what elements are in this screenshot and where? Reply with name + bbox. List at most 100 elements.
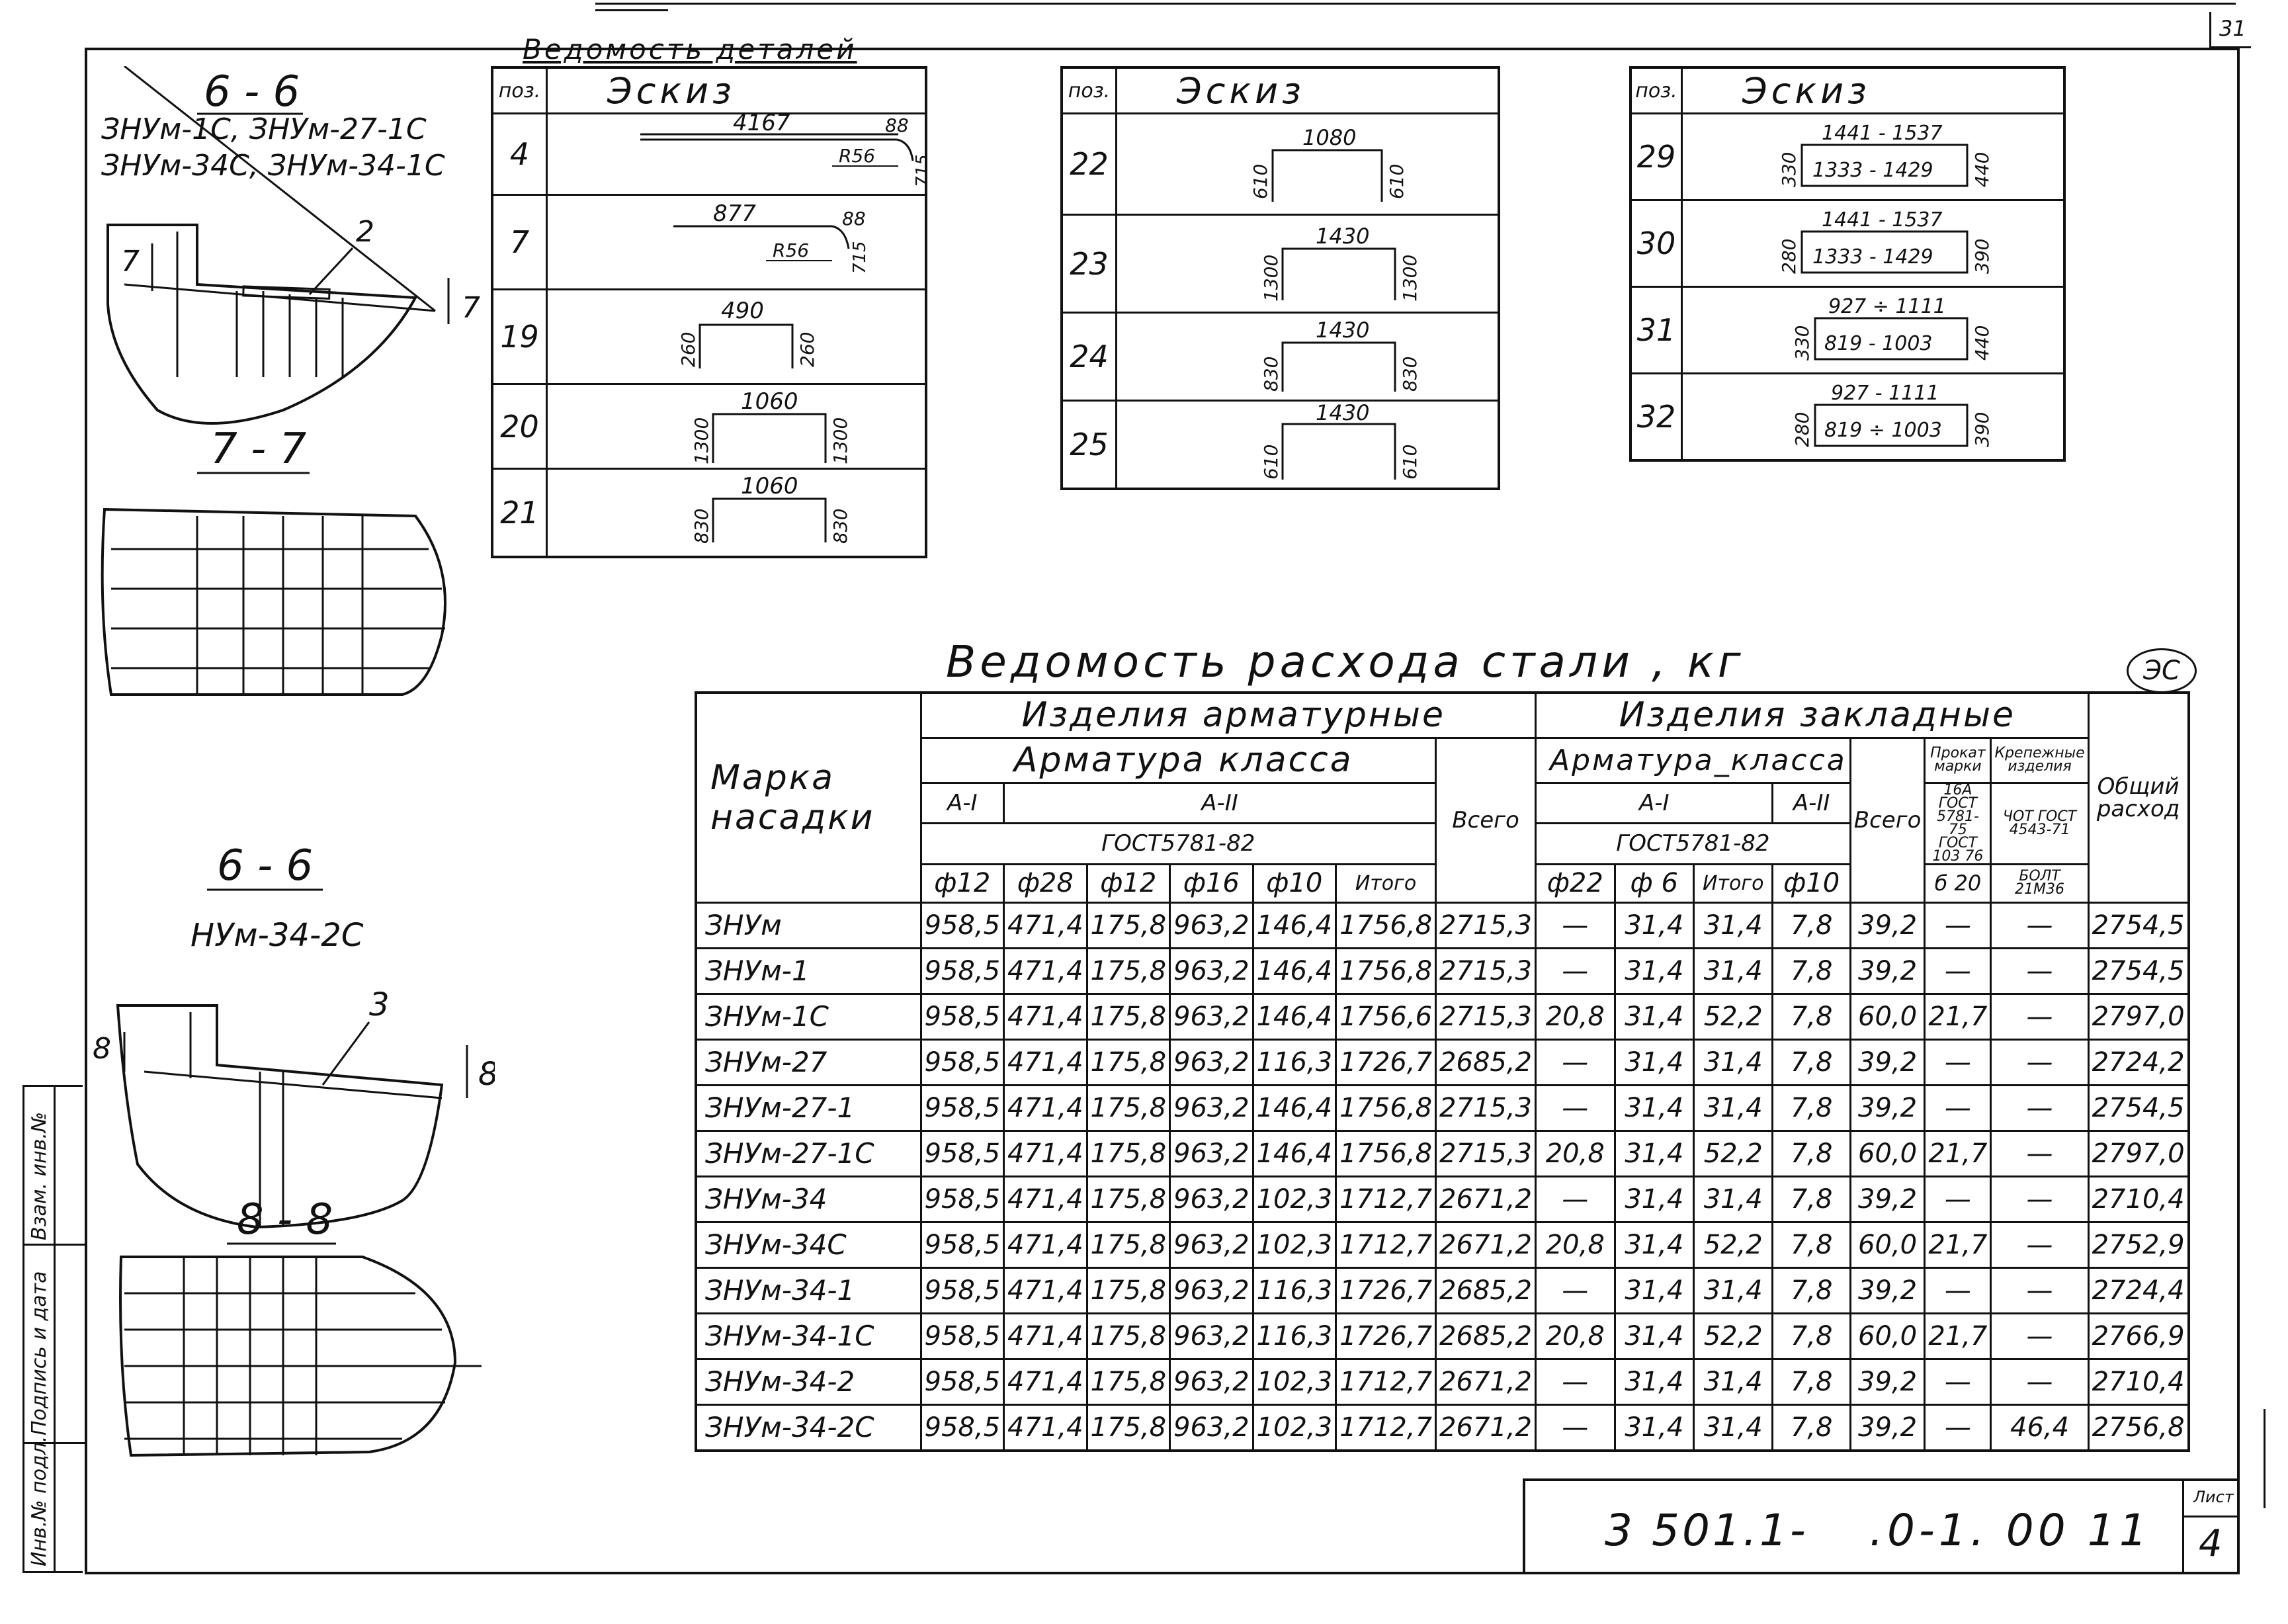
row-value: 52,2 xyxy=(1692,1220,1774,1269)
row-value: 31,4 xyxy=(1692,1357,1774,1406)
sketch-pos: 20 xyxy=(491,383,548,470)
dim-rise: 715 xyxy=(850,241,870,274)
side-stamp-replace: Взам. инв.№ xyxy=(28,1111,51,1240)
row-value: 21,7 xyxy=(1924,1312,1992,1360)
row-value: 7,8 xyxy=(1771,1357,1851,1406)
dim-top: 1441 - 1537 xyxy=(1822,122,1943,145)
sketch-header: Эскиз xyxy=(1115,66,1500,114)
section-drawings: 6 - 6 ЗНУм-1С, ЗНУм-27-1С ЗНУм-34С, ЗНУм… xyxy=(93,66,495,1457)
row-value: — xyxy=(1990,1357,2090,1406)
row-value: 2715,3 xyxy=(1435,901,1537,949)
top-rule xyxy=(595,3,2236,5)
row-value: — xyxy=(1990,1038,2090,1086)
title-block: Лист 4 3 501.1- .0-1. 00 11 xyxy=(1523,1478,2237,1572)
row-mark: ЗНУм-27-1С xyxy=(695,1129,922,1177)
rolled-sub-text: 16А ГОСТ 5781-75 xyxy=(1936,781,1979,838)
row-value: 31,4 xyxy=(1613,1084,1695,1132)
row-value: 31,4 xyxy=(1613,1266,1695,1314)
sketch-frame-bar: 1441 - 1537 1333 - 1429 330 440 xyxy=(1778,122,1993,187)
row-value: — xyxy=(1924,947,1992,995)
sketch-cell: 927 ÷ 1111 819 - 1003 330 440 xyxy=(1681,286,2066,374)
sketch-cell: 1430 1300 1300 xyxy=(1115,214,1500,314)
row-value: 1756,8 xyxy=(1335,901,1437,949)
row-value: 2766,9 xyxy=(2087,1312,2190,1360)
row-value: 175,8 xyxy=(1085,901,1171,949)
fasteners-header: Крепежные изделия xyxy=(1990,736,2090,784)
sketch-cell: 1430 830 830 xyxy=(1115,312,1500,402)
dim-leg-right: 1300 xyxy=(829,417,851,464)
sketch-u-bar: 1430 610 610 xyxy=(1260,402,1421,480)
dim-right: 440 xyxy=(1971,152,1993,187)
col-bolt: БОЛТ 21М36 xyxy=(1990,863,2090,904)
row-value: — xyxy=(1924,1038,1992,1086)
dim-bottom: 819 ÷ 1003 xyxy=(1824,419,1942,442)
row-value: — xyxy=(1990,1084,2090,1132)
dim-leg-left: 1300 xyxy=(691,417,712,464)
row-value: 1756,8 xyxy=(1335,1129,1437,1177)
row-value: 39,2 xyxy=(1849,1084,1926,1132)
row-value: 1712,7 xyxy=(1335,1357,1437,1406)
row-value: 31,4 xyxy=(1613,901,1695,949)
armature-class-2: Арматура_класса xyxy=(1535,736,1851,784)
row-value: 7,8 xyxy=(1771,901,1851,949)
row-value: 175,8 xyxy=(1085,1403,1171,1451)
row-value: 146,4 xyxy=(1251,1084,1337,1132)
row-mark: ЗНУм-1 xyxy=(695,947,922,995)
row-mark: ЗНУм-34-2С xyxy=(695,1403,922,1451)
row-mark: ЗНУм-34-1С xyxy=(695,1312,922,1360)
row-value: 963,2 xyxy=(1169,1175,1254,1223)
row-value: 2715,3 xyxy=(1435,947,1537,995)
row-value: 2671,2 xyxy=(1435,1357,1537,1406)
row-mark: ЗНУм-34 xyxy=(695,1175,922,1223)
row-value: 116,3 xyxy=(1251,1038,1337,1086)
row-value: 175,8 xyxy=(1085,1266,1171,1314)
row-value: 39,2 xyxy=(1849,901,1926,949)
dim-hook: 88 xyxy=(885,114,909,136)
row-value: 963,2 xyxy=(1169,1266,1254,1314)
col-d28: ф28 xyxy=(1003,863,1088,904)
row-value: 175,8 xyxy=(1085,1129,1171,1177)
section-a-line1: ЗНУм-1С, ЗНУм-27-1С xyxy=(101,112,427,146)
dim-left: 280 xyxy=(1778,239,1800,274)
row-value: 39,2 xyxy=(1849,1357,1926,1406)
dim-right: 440 xyxy=(1971,325,1993,361)
row-value: — xyxy=(1535,1175,1616,1223)
section-c-cut-left: 8 xyxy=(93,1032,111,1066)
dim-width: 1430 xyxy=(1316,402,1369,425)
row-value: 2715,3 xyxy=(1435,992,1537,1041)
row-value: 1712,7 xyxy=(1335,1175,1437,1223)
row-mark: ЗНУм-27 xyxy=(695,1038,922,1086)
row-value: 963,2 xyxy=(1169,1038,1254,1086)
col-d12b: ф12 xyxy=(1085,863,1171,904)
sketch-pos: 19 xyxy=(491,288,548,385)
total-header-2: Всего xyxy=(1849,736,1926,904)
class-a2: А-II xyxy=(1003,781,1437,824)
row-value: 963,2 xyxy=(1169,992,1254,1041)
row-mark: ЗНУм-34-1 xyxy=(695,1266,922,1314)
row-value: 7,8 xyxy=(1771,1266,1851,1314)
row-value: 39,2 xyxy=(1849,1266,1926,1314)
dim-width: 490 xyxy=(721,298,764,324)
dim-top: 927 ÷ 1111 xyxy=(1828,295,1946,318)
section-d-title: 8 - 8 xyxy=(237,1195,333,1244)
row-value: 60,0 xyxy=(1849,1312,1926,1360)
dim-radius: R56 xyxy=(839,145,875,167)
section-c-cut-right: 8 xyxy=(478,1056,495,1093)
gost-embedded: ГОСТ5781-82 xyxy=(1535,822,1851,865)
row-value: 471,4 xyxy=(1003,1129,1088,1177)
sketch-pos: 25 xyxy=(1060,400,1117,490)
row-value: 2715,3 xyxy=(1435,1084,1537,1132)
sketch-cell: 1441 - 1537 1333 - 1429 330 440 xyxy=(1681,112,2066,201)
row-value: 31,4 xyxy=(1692,1038,1774,1086)
sketch-pos: 31 xyxy=(1629,286,1683,374)
row-value: 2671,2 xyxy=(1435,1403,1537,1451)
row-value: 31,4 xyxy=(1692,1084,1774,1132)
row-value: 471,4 xyxy=(1003,1312,1088,1360)
row-value: 1726,7 xyxy=(1335,1266,1437,1314)
side-stamp-sign: Подпись и дата xyxy=(28,1271,51,1436)
page-number: 31 xyxy=(2219,16,2246,41)
